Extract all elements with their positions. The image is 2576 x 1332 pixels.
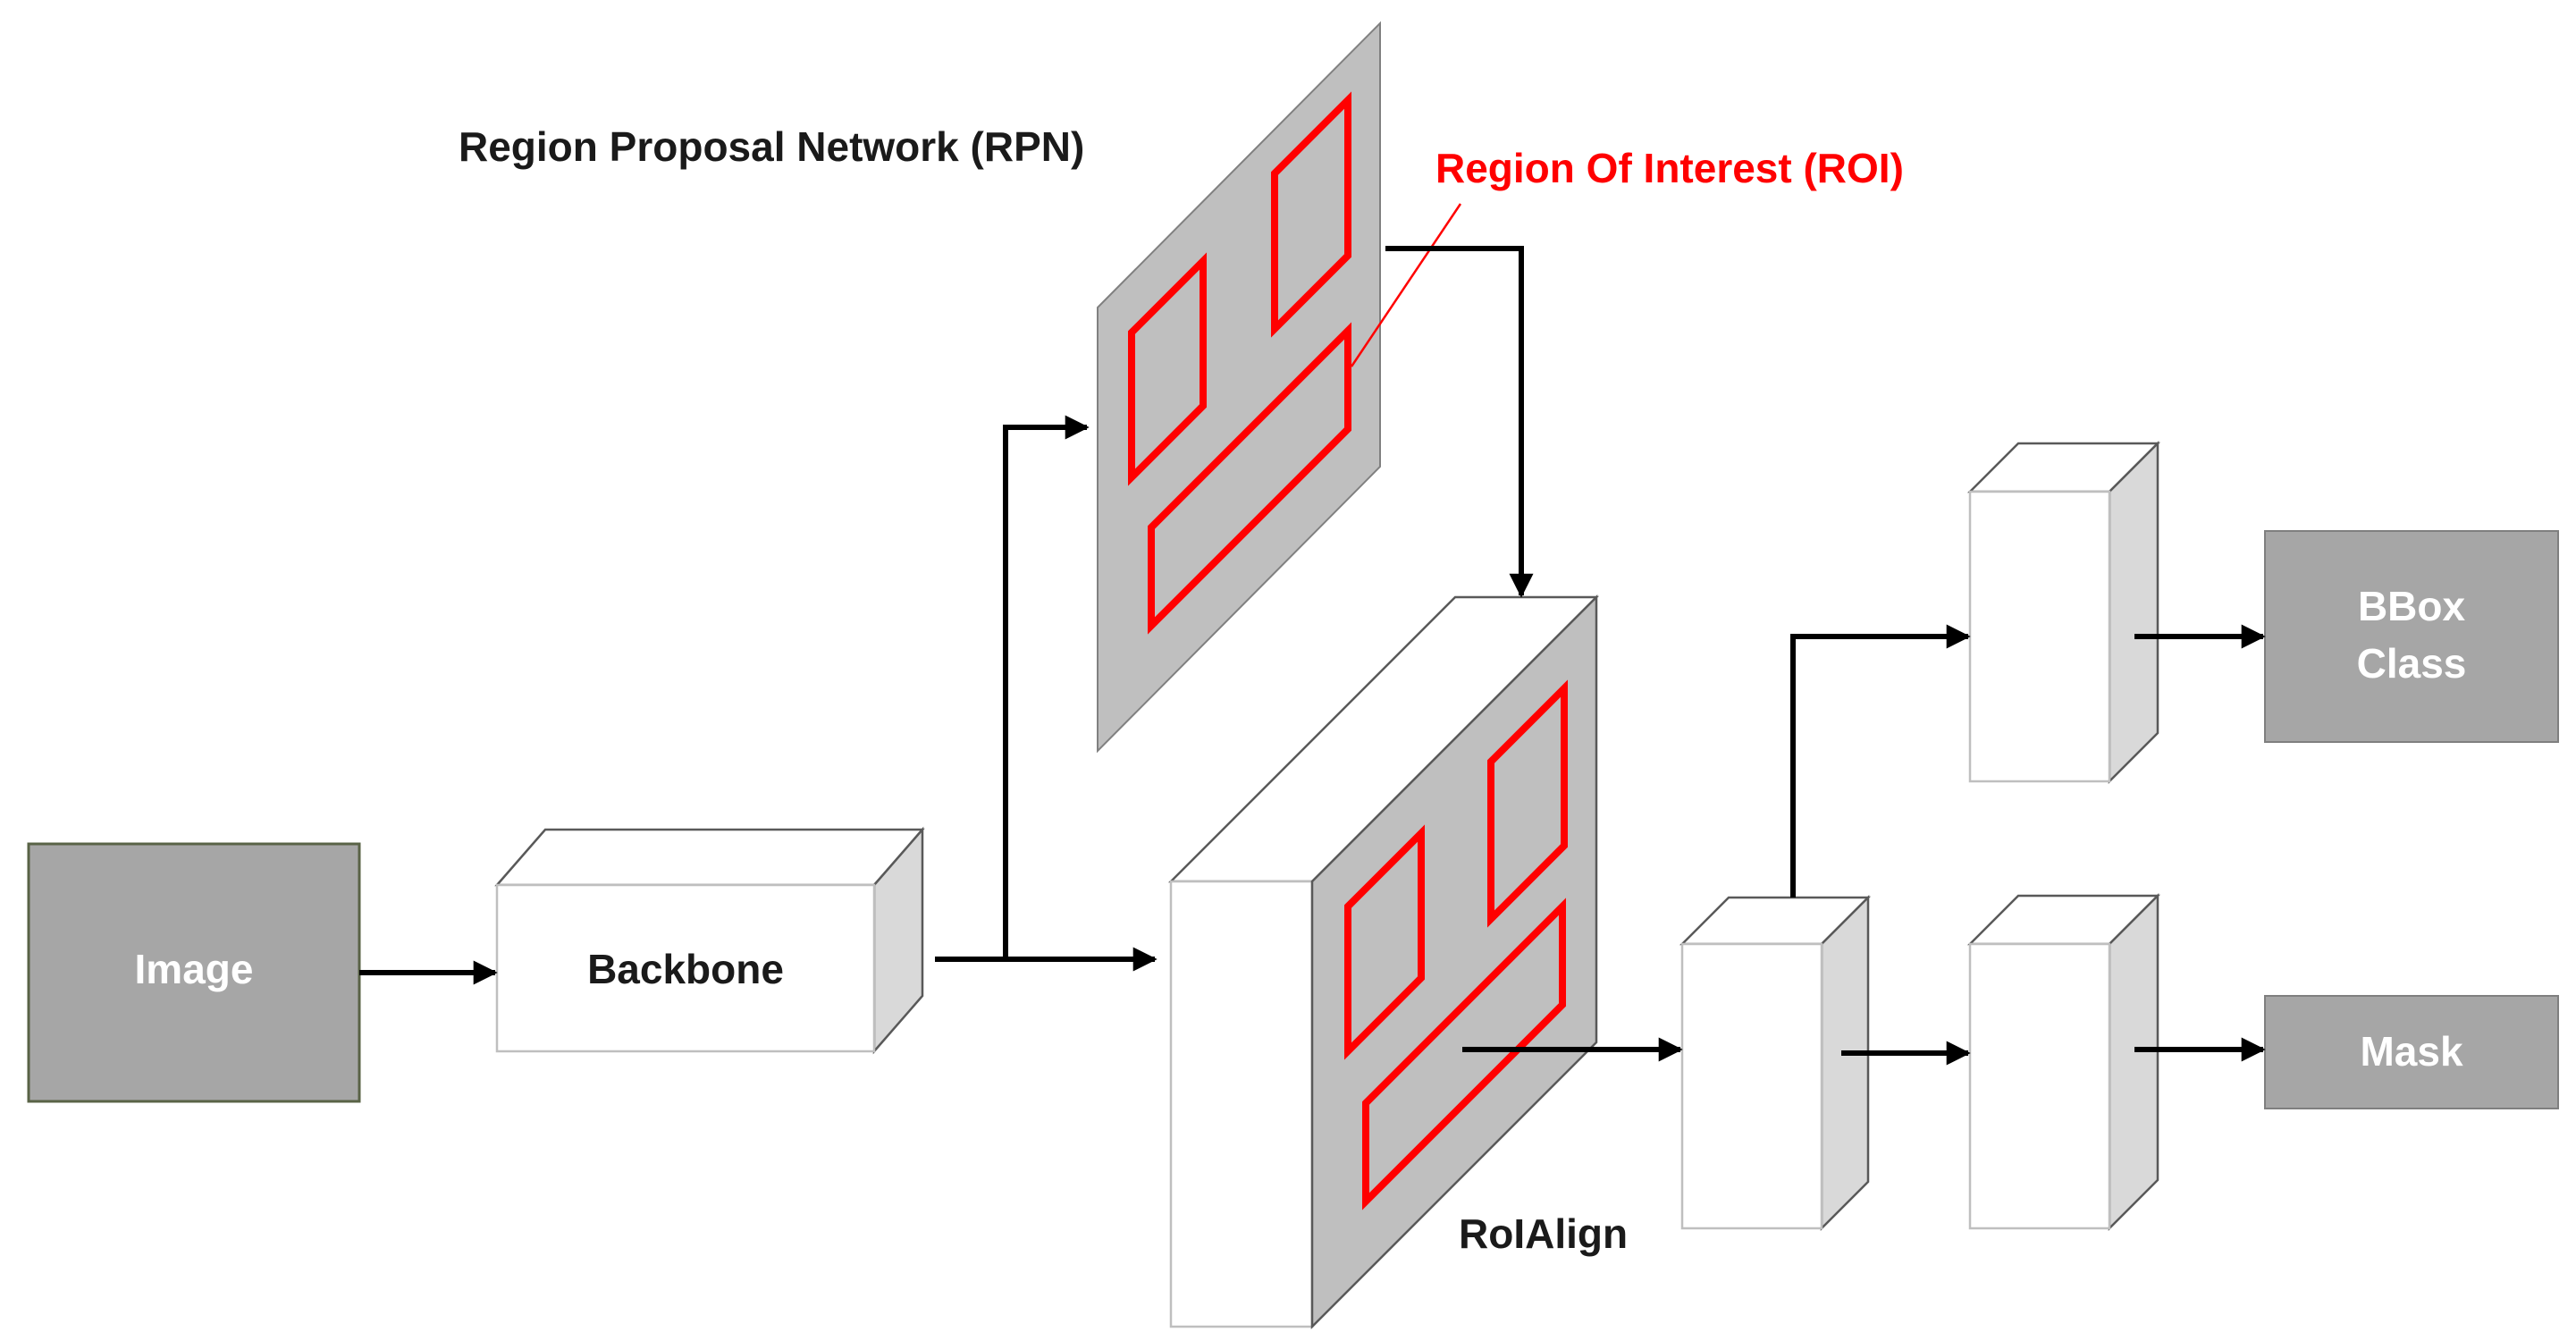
bbox-class-output: BBox Class (2264, 530, 2559, 743)
head-block-shared (1679, 894, 1872, 1232)
roi-box (1487, 679, 1568, 928)
roi-box (1344, 824, 1425, 1060)
class-label: Class (2357, 640, 2467, 687)
rpn-feature-map (1097, 21, 1381, 754)
mask-output: Mask (2264, 995, 2559, 1109)
roialign-label: RoIAlign (1459, 1210, 1628, 1257)
head-block-bbox (1966, 440, 2161, 785)
bbox-label: BBox (2358, 583, 2466, 629)
backbone-block: Backbone (494, 826, 925, 1055)
image-label: Image (135, 946, 254, 992)
roialign-block (1167, 594, 1600, 1330)
roi-box (1128, 252, 1207, 486)
arrow-rpn-to-roialign (1385, 246, 1534, 598)
roi-box (1271, 91, 1351, 338)
roi-box (1148, 322, 1351, 635)
head-block-mask (1966, 892, 2161, 1232)
connectors (359, 246, 2266, 1066)
roi-leader-line (1350, 203, 1462, 367)
backbone-label: Backbone (587, 946, 784, 992)
image-box: Image (27, 842, 361, 1103)
roi-box (1362, 898, 1566, 1210)
arrow-backbone-to-rpn (1003, 415, 1090, 959)
arrow-head-to-bbox-branch (1790, 624, 1971, 898)
roi-annotation: Region Of Interest (ROI) (1435, 145, 1904, 191)
mask-label: Mask (2360, 1028, 2462, 1075)
rpn-title: Region Proposal Network (RPN) (459, 123, 1084, 170)
